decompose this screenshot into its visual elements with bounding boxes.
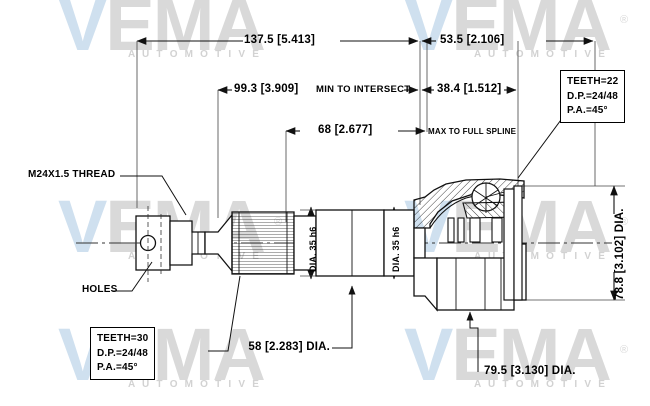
spline-section-inner — [231, 211, 295, 275]
callout-outer-teeth: TEETH=22 — [567, 76, 619, 87]
callout-outer-pa: P.A.=45° — [567, 105, 608, 116]
label-thread: M24X1.5 THREAD — [28, 169, 116, 180]
dimension-min-intersect: 99.3 [3.909] — [234, 83, 299, 95]
dimension-outer-dia: 78.8 [3.102] DIA. — [614, 208, 626, 300]
extension-lines-vertical — [512, 185, 625, 301]
threaded-neck — [169, 220, 206, 266]
callout-inner-dp: D.P.=24/48 — [97, 347, 149, 359]
cv-joint-outer-race — [413, 178, 525, 259]
dimension-intersect-2: 38.4 [1.512] — [437, 83, 502, 95]
dimension-full-spline: 68 [2.677] — [318, 124, 373, 136]
label-holes: HOLES — [82, 284, 118, 295]
shaft-transition — [204, 213, 233, 273]
dimension-overall-shaft: 137.5 [5.413] — [244, 34, 316, 46]
callout-inner-teeth: TEETH=30 — [97, 333, 149, 344]
callout-outer-dp: D.P.=24/48 — [567, 90, 619, 102]
dimension-shaft-dia-right-label: DIA. 35 h6 — [391, 226, 401, 272]
dimension-body-dia: 79.5 [3.130] DIA. — [484, 365, 576, 377]
cv-joint-body-lower — [413, 185, 527, 312]
dimension-boot-dia: 58 [2.283] DIA. — [248, 341, 330, 353]
note-min-to-intersect: MIN TO INTERSECT — [316, 84, 411, 95]
yoke-end-fitting — [118, 206, 171, 282]
dimension-joint-length: 53.5 [2.106] — [440, 34, 505, 46]
note-max-to-full-spline: MAX TO FULL SPLINE — [428, 127, 517, 136]
dimension-shaft-dia-left-label: DIA. 35 h6 — [308, 226, 318, 272]
extension-lines — [136, 41, 596, 232]
dimension-lines-horizontal — [136, 37, 594, 135]
callout-inner-pa: P.A.=45° — [97, 362, 138, 373]
callout-inner-spline: TEETH=30 D.P.=24/48 P.A.=45° — [90, 327, 156, 380]
callout-outer-spline: TEETH=22 D.P.=24/48 P.A.=45° — [560, 70, 626, 123]
